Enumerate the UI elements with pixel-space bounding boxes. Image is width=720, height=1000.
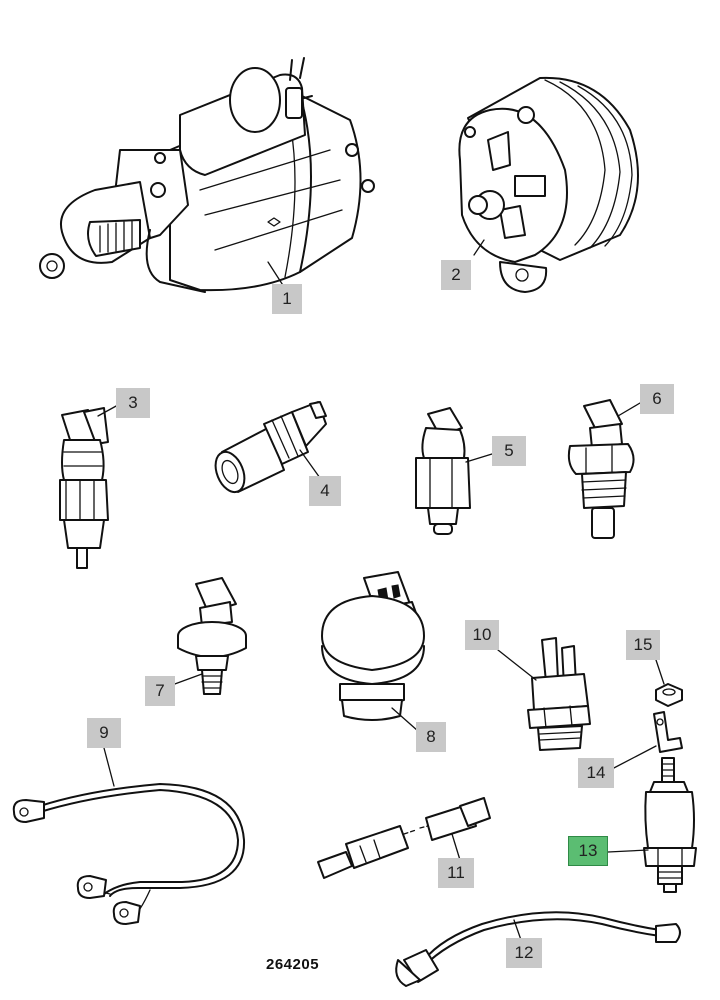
callout-8[interactable]: 8 xyxy=(416,722,446,752)
callout-6[interactable]: 6 xyxy=(640,384,674,414)
sender-5-drawing xyxy=(415,407,471,535)
figure-number: 264205 xyxy=(266,956,320,973)
callout-5[interactable]: 5 xyxy=(492,436,526,466)
cable-12-drawing xyxy=(395,911,681,987)
bracket-14-drawing xyxy=(653,711,683,753)
callout-3[interactable]: 3 xyxy=(116,388,150,418)
switch-3-drawing xyxy=(59,407,109,569)
switch-7-drawing xyxy=(177,577,247,695)
connector-11-drawing xyxy=(317,797,491,879)
nut-15-drawing xyxy=(655,683,683,707)
switch-13-drawing xyxy=(643,757,697,893)
leader-lines xyxy=(97,239,665,941)
callout-12[interactable]: 12 xyxy=(506,938,542,968)
switch-10-drawing xyxy=(527,637,591,751)
starter-motor-drawing xyxy=(39,57,375,293)
callout-1[interactable]: 1 xyxy=(272,284,302,314)
callout-10[interactable]: 10 xyxy=(465,620,499,650)
sensor-4-drawing xyxy=(214,401,327,494)
callout-11[interactable]: 11 xyxy=(438,858,474,888)
callout-4[interactable]: 4 xyxy=(309,476,341,506)
callout-7[interactable]: 7 xyxy=(145,676,175,706)
callout-13[interactable]: 13 xyxy=(568,836,608,866)
switch-8-drawing xyxy=(321,571,425,721)
callout-14[interactable]: 14 xyxy=(578,758,614,788)
callout-9[interactable]: 9 xyxy=(87,718,121,748)
sender-6-drawing xyxy=(567,399,635,539)
callout-2[interactable]: 2 xyxy=(441,260,471,290)
alternator-drawing xyxy=(458,76,639,293)
callout-15[interactable]: 15 xyxy=(626,630,660,660)
cable-9-drawing xyxy=(12,783,246,925)
